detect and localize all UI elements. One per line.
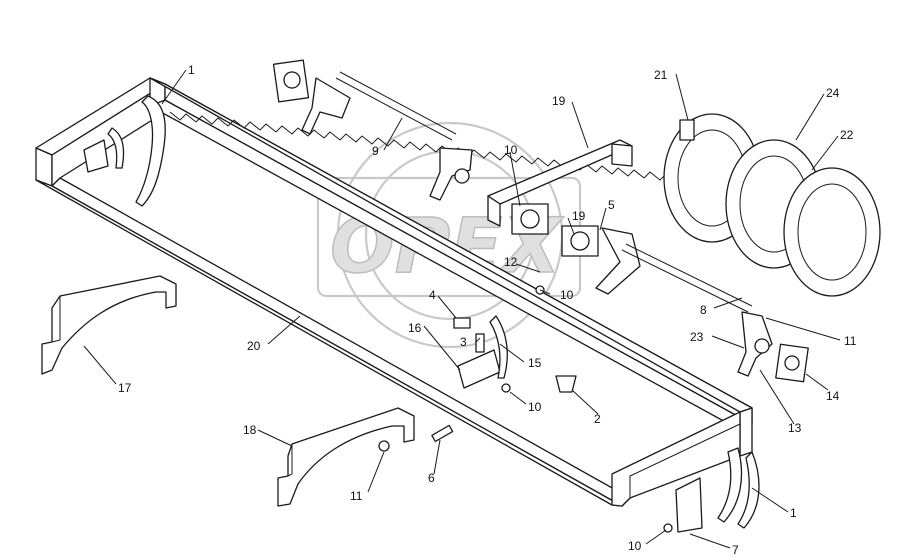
- callout-22: 22: [840, 128, 854, 142]
- main-frame: [35, 77, 753, 533]
- callout-23: 23: [690, 330, 704, 344]
- callout-3: 3: [460, 335, 467, 349]
- bolt-3: [475, 333, 485, 353]
- callout-19-top: 19: [552, 94, 566, 108]
- clamp-16: [457, 349, 501, 389]
- callout-11-left: 11: [350, 489, 363, 503]
- callout-14: 14: [826, 389, 840, 403]
- bolt-4: [453, 317, 471, 329]
- callout-17: 17: [118, 381, 132, 395]
- packer-wheels: [663, 113, 881, 297]
- tine-right-2: [737, 451, 760, 529]
- callout-2: 2: [594, 412, 601, 426]
- part-2: [555, 375, 577, 393]
- callout-10-a: 10: [504, 143, 518, 157]
- callout-8: 8: [700, 303, 707, 317]
- bracket-18: [277, 407, 415, 507]
- callout-labels: 1 21 24 22 19 9 10 5 19 12 10 4 16 3 15 …: [118, 63, 857, 557]
- nut-10a: [501, 383, 511, 393]
- callout-16: 16: [408, 321, 422, 335]
- callout-21: 21: [654, 68, 668, 82]
- callout-7: 7: [732, 543, 739, 557]
- callout-20: 20: [247, 339, 261, 353]
- callout-24: 24: [826, 86, 840, 100]
- nut-11: [378, 440, 390, 452]
- callout-6: 6: [428, 471, 435, 485]
- callout-12: 12: [504, 255, 518, 269]
- tine-15: [489, 315, 508, 379]
- callout-9: 9: [372, 144, 379, 158]
- callout-13: 13: [788, 421, 802, 435]
- callout-5: 5: [608, 198, 615, 212]
- callout-1-bottom: 1: [790, 506, 797, 520]
- callout-15: 15: [528, 356, 542, 370]
- tine-right: [717, 447, 743, 523]
- arm-upper: [301, 77, 351, 135]
- shaft-9: [335, 71, 457, 141]
- leader-lines: [83, 69, 841, 549]
- bolt-6: [431, 424, 454, 443]
- callout-10-c: 10: [528, 400, 542, 414]
- shaft-8: [621, 243, 753, 313]
- callout-4: 4: [429, 288, 436, 302]
- tine-left: [135, 95, 166, 207]
- callout-19-mid: 19: [572, 209, 586, 223]
- callout-10-b: 10: [560, 288, 574, 302]
- bracket-17: [41, 275, 177, 375]
- callout-1-top: 1: [188, 63, 195, 77]
- bearing-block-b: [561, 225, 599, 257]
- arm-right: [595, 227, 641, 295]
- callout-11-right: 11: [844, 334, 857, 348]
- callout-18: 18: [243, 423, 257, 437]
- callout-10-d: 10: [628, 539, 642, 553]
- arm-mid: [429, 147, 473, 201]
- tine-left-2: [107, 127, 125, 169]
